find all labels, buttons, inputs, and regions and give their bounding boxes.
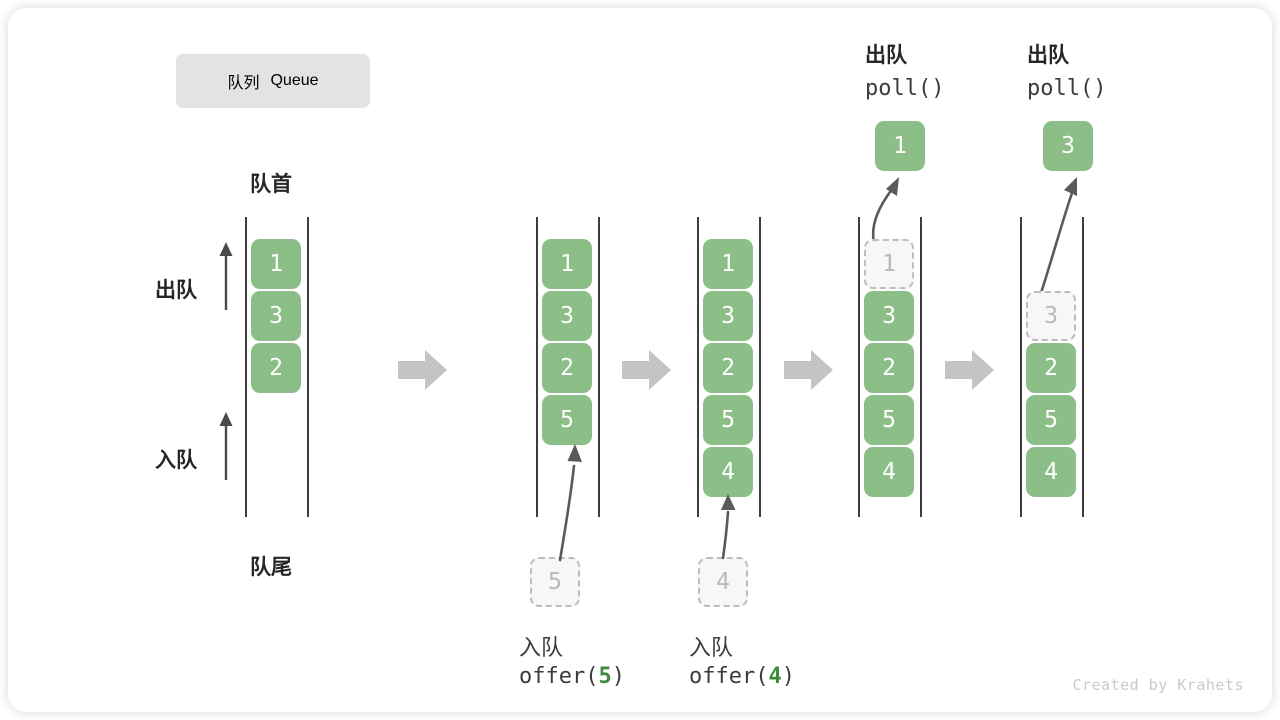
step-arrow-icon xyxy=(398,350,447,390)
label-queue-tail: 队尾 xyxy=(250,556,292,579)
queue-rail-left xyxy=(697,217,699,517)
queue-cell: 1 xyxy=(703,239,753,289)
caption-dequeue-1-cn: 出队 xyxy=(865,44,907,67)
watermark-credit: Created by Krahets xyxy=(1072,676,1244,694)
label-dequeue-direction: 出队 xyxy=(155,279,197,302)
queue-cell: 4 xyxy=(1026,447,1076,497)
queue-cell-new: 4 xyxy=(703,447,753,497)
title-chinese: 队列 xyxy=(227,75,260,92)
caption-dequeue-3-cn: 出队 xyxy=(1027,44,1069,67)
code-arg: 5 xyxy=(598,664,612,689)
queue-rail-right xyxy=(307,217,309,517)
step-arrow-icon xyxy=(784,350,833,390)
queue-cell: 5 xyxy=(703,395,753,445)
caption-dequeue-3-code: poll() xyxy=(1027,76,1106,101)
dequeue-direction-arrow-icon xyxy=(219,242,233,310)
step-arrow-icon xyxy=(622,350,671,390)
title-english: Queue xyxy=(270,72,319,89)
code-prefix: poll( xyxy=(865,76,932,101)
code-suffix: ) xyxy=(781,664,795,689)
queue-cell: 2 xyxy=(864,343,914,393)
code-arg: 4 xyxy=(768,664,782,689)
caption-enqueue-5-cn: 入队 xyxy=(519,635,564,660)
queue-rail-right xyxy=(598,217,600,517)
code-prefix: offer( xyxy=(519,664,599,689)
code-prefix: poll( xyxy=(1027,76,1094,101)
code-prefix: offer( xyxy=(689,664,769,689)
diagram-card: 队列 Queue 队首 队尾 出队 入队 1 3 2 xyxy=(8,8,1272,712)
caption-enqueue-4-code: offer(4) xyxy=(689,664,795,689)
enqueue-motion-arrow-icon xyxy=(558,444,582,562)
queue-rail-left xyxy=(536,217,538,517)
incoming-element-ghost: 4 xyxy=(698,557,748,607)
queue-cell-new: 5 xyxy=(542,395,592,445)
enqueue-direction-arrow-icon xyxy=(219,412,233,480)
queue-cell: 3 xyxy=(542,291,592,341)
incoming-element-ghost: 5 xyxy=(530,557,580,607)
queue-cell: 2 xyxy=(542,343,592,393)
queue-rail-left xyxy=(858,217,860,517)
queue-cell: 2 xyxy=(703,343,753,393)
step-arrow-icon xyxy=(945,350,994,390)
queue-cell: 4 xyxy=(864,447,914,497)
caption-dequeue-1-code: poll() xyxy=(865,76,944,101)
queue-cell: 1 xyxy=(251,239,301,289)
title-badge: 队列 Queue xyxy=(176,54,370,108)
queue-cell: 5 xyxy=(1026,395,1076,445)
queue-cell: 5 xyxy=(864,395,914,445)
label-queue-head: 队首 xyxy=(250,173,292,196)
queue-rail-right xyxy=(759,217,761,517)
enqueue-motion-arrow-icon xyxy=(721,494,736,560)
queue-cell-removed-ghost: 3 xyxy=(1026,291,1076,341)
queue-cell: 2 xyxy=(251,343,301,393)
dequeue-motion-arrow-icon xyxy=(1038,177,1077,298)
code-suffix: ) xyxy=(1093,76,1107,101)
dequeued-element: 1 xyxy=(875,121,925,171)
queue-cell: 1 xyxy=(542,239,592,289)
code-suffix: ) xyxy=(611,664,625,689)
queue-cell: 3 xyxy=(703,291,753,341)
code-suffix: ) xyxy=(931,76,945,101)
dequeued-element: 3 xyxy=(1043,121,1093,171)
queue-cell: 2 xyxy=(1026,343,1076,393)
queue-cell-removed-ghost: 1 xyxy=(864,239,914,289)
queue-rail-right xyxy=(1082,217,1084,517)
label-enqueue-direction: 入队 xyxy=(155,449,197,472)
queue-rail-left xyxy=(1020,217,1022,517)
queue-rail-right xyxy=(920,217,922,517)
queue-cell: 3 xyxy=(251,291,301,341)
queue-rail-left xyxy=(245,217,247,517)
caption-enqueue-4-cn: 入队 xyxy=(689,635,734,660)
queue-cell: 3 xyxy=(864,291,914,341)
dequeue-motion-arrow-icon xyxy=(871,177,899,244)
caption-enqueue-5-code: offer(5) xyxy=(519,664,625,689)
